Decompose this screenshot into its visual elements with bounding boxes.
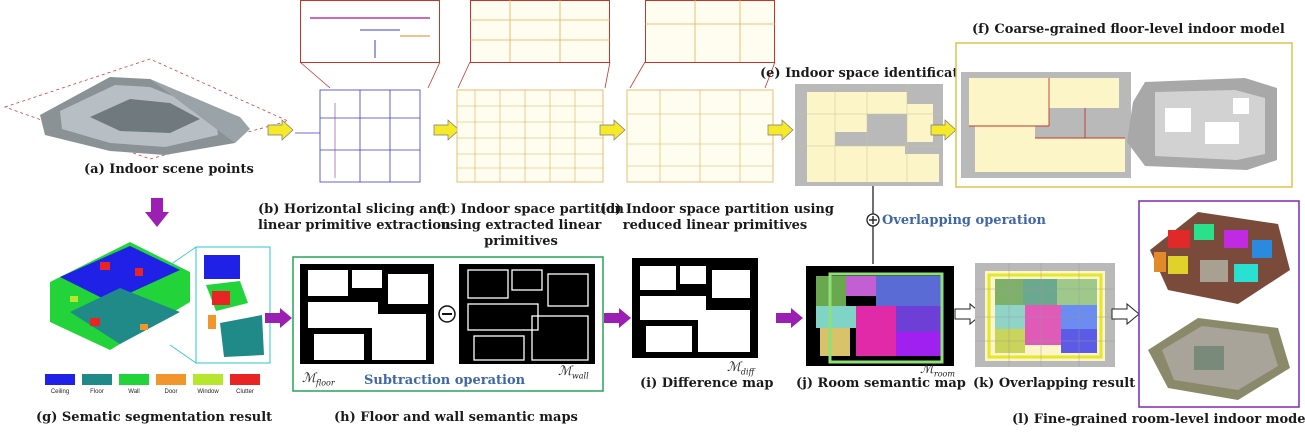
purple-arrow-down — [145, 198, 169, 227]
caption-c-line2: using extracted linear — [440, 218, 602, 233]
caption-e: (e) Indoor space identification — [760, 66, 982, 81]
caption-f: (f) Coarse-grained floor-level indoor mo… — [972, 22, 1285, 37]
arrow-h-to-i — [604, 308, 631, 328]
arrow-k-to-l — [1111, 302, 1140, 326]
caption-b-line1: (b) Horizontal slicing and — [258, 202, 447, 217]
horizontal-slicing-image — [295, 89, 421, 183]
caption-l: (l) Fine-grained room-level indoor model — [1012, 412, 1305, 427]
caption-d-line1: (d) Indoor space partition using — [600, 202, 834, 217]
caption-j: (j) Room semantic map — [796, 376, 966, 391]
symbol-m-diff: ℳdiff — [727, 360, 754, 377]
legend-swatch-ceiling — [45, 374, 75, 385]
subtraction-operation-label: Subtraction operation — [364, 373, 526, 388]
legend-label-clutter: Clutter — [236, 389, 254, 395]
legend-label-door: Door — [164, 389, 178, 395]
legend-swatch-door — [156, 374, 186, 385]
caption-c: (c) Indoor space partition using extract… — [436, 202, 624, 250]
symbol-m-floor-sub: floor — [315, 378, 335, 388]
caption-d: (d) Indoor space partition using reduced… — [600, 202, 834, 234]
caption-b-line2: linear primitive extraction — [258, 218, 451, 233]
symbol-m-room-main: ℳ — [920, 362, 934, 377]
legend-swatch-clutter — [230, 374, 260, 385]
arrow-g-to-h — [265, 308, 292, 328]
legend-label-wall: Wall — [128, 389, 140, 395]
arrow-i-to-j — [776, 308, 803, 328]
space-identification-image — [795, 84, 943, 186]
semantic-segmentation-image — [50, 242, 190, 350]
legend-swatch-wall — [119, 374, 149, 385]
symbol-m-room-sub: room — [933, 369, 955, 379]
arrow-d-to-e — [767, 119, 794, 141]
legend: Ceiling Floor Wall Door Window Clutter — [45, 374, 265, 402]
zoom-inset-g — [169, 246, 271, 364]
symbol-m-wall-sub: wall — [571, 371, 589, 381]
legend-label-ceiling: Ceiling — [50, 389, 70, 395]
floor-wall-maps-box — [292, 256, 604, 392]
overlapping-result-image — [975, 263, 1115, 367]
symbol-m-room: ℳroom — [920, 362, 955, 379]
symbol-m-floor: ℳfloor — [302, 371, 335, 388]
legend-label-floor: Floor — [90, 389, 104, 395]
zoom-inset-b — [299, 0, 441, 89]
zoom-inset-c — [457, 0, 611, 89]
caption-h: (h) Floor and wall semantic maps — [334, 410, 578, 425]
caption-c-line1: (c) Indoor space partition — [436, 202, 624, 217]
legend-swatch-window — [193, 374, 223, 385]
difference-map-image — [632, 258, 758, 358]
partition-extracted-image — [456, 89, 604, 183]
arrow-a-to-b — [267, 119, 294, 141]
legend-label-window: Window — [197, 389, 219, 395]
legend-swatch-floor — [82, 374, 112, 385]
symbol-m-wall-main: ℳ — [558, 364, 572, 379]
connector-e-to-j — [866, 186, 880, 264]
arrow-c-to-d — [599, 119, 626, 141]
arrow-e-to-f — [930, 119, 957, 141]
partition-reduced-image — [626, 89, 774, 183]
symbol-m-diff-sub: diff — [740, 367, 755, 377]
symbol-m-floor-main: ℳ — [302, 371, 316, 386]
caption-d-line2: reduced linear primitives — [622, 218, 808, 233]
room-semantic-map-image — [806, 266, 954, 366]
symbol-m-diff-main: ℳ — [727, 360, 741, 375]
zoom-inset-d — [629, 0, 776, 89]
fine-grained-model-box — [1138, 200, 1300, 408]
caption-b: (b) Horizontal slicing and linear primit… — [258, 202, 451, 234]
coarse-model-box — [955, 42, 1293, 188]
caption-i: (i) Difference map — [640, 376, 774, 391]
arrow-b-to-c — [433, 119, 460, 141]
caption-c-line3: primitives — [484, 234, 558, 249]
overlapping-operation-label: Overlapping operation — [882, 213, 1046, 228]
indoor-scene-points-image — [3, 58, 290, 160]
caption-g: (g) Sematic segmentation result — [36, 410, 273, 425]
symbol-m-wall: ℳwall — [558, 364, 589, 381]
caption-a: (a) Indoor scene points — [84, 162, 254, 177]
caption-k: (k) Overlapping result — [973, 376, 1136, 391]
